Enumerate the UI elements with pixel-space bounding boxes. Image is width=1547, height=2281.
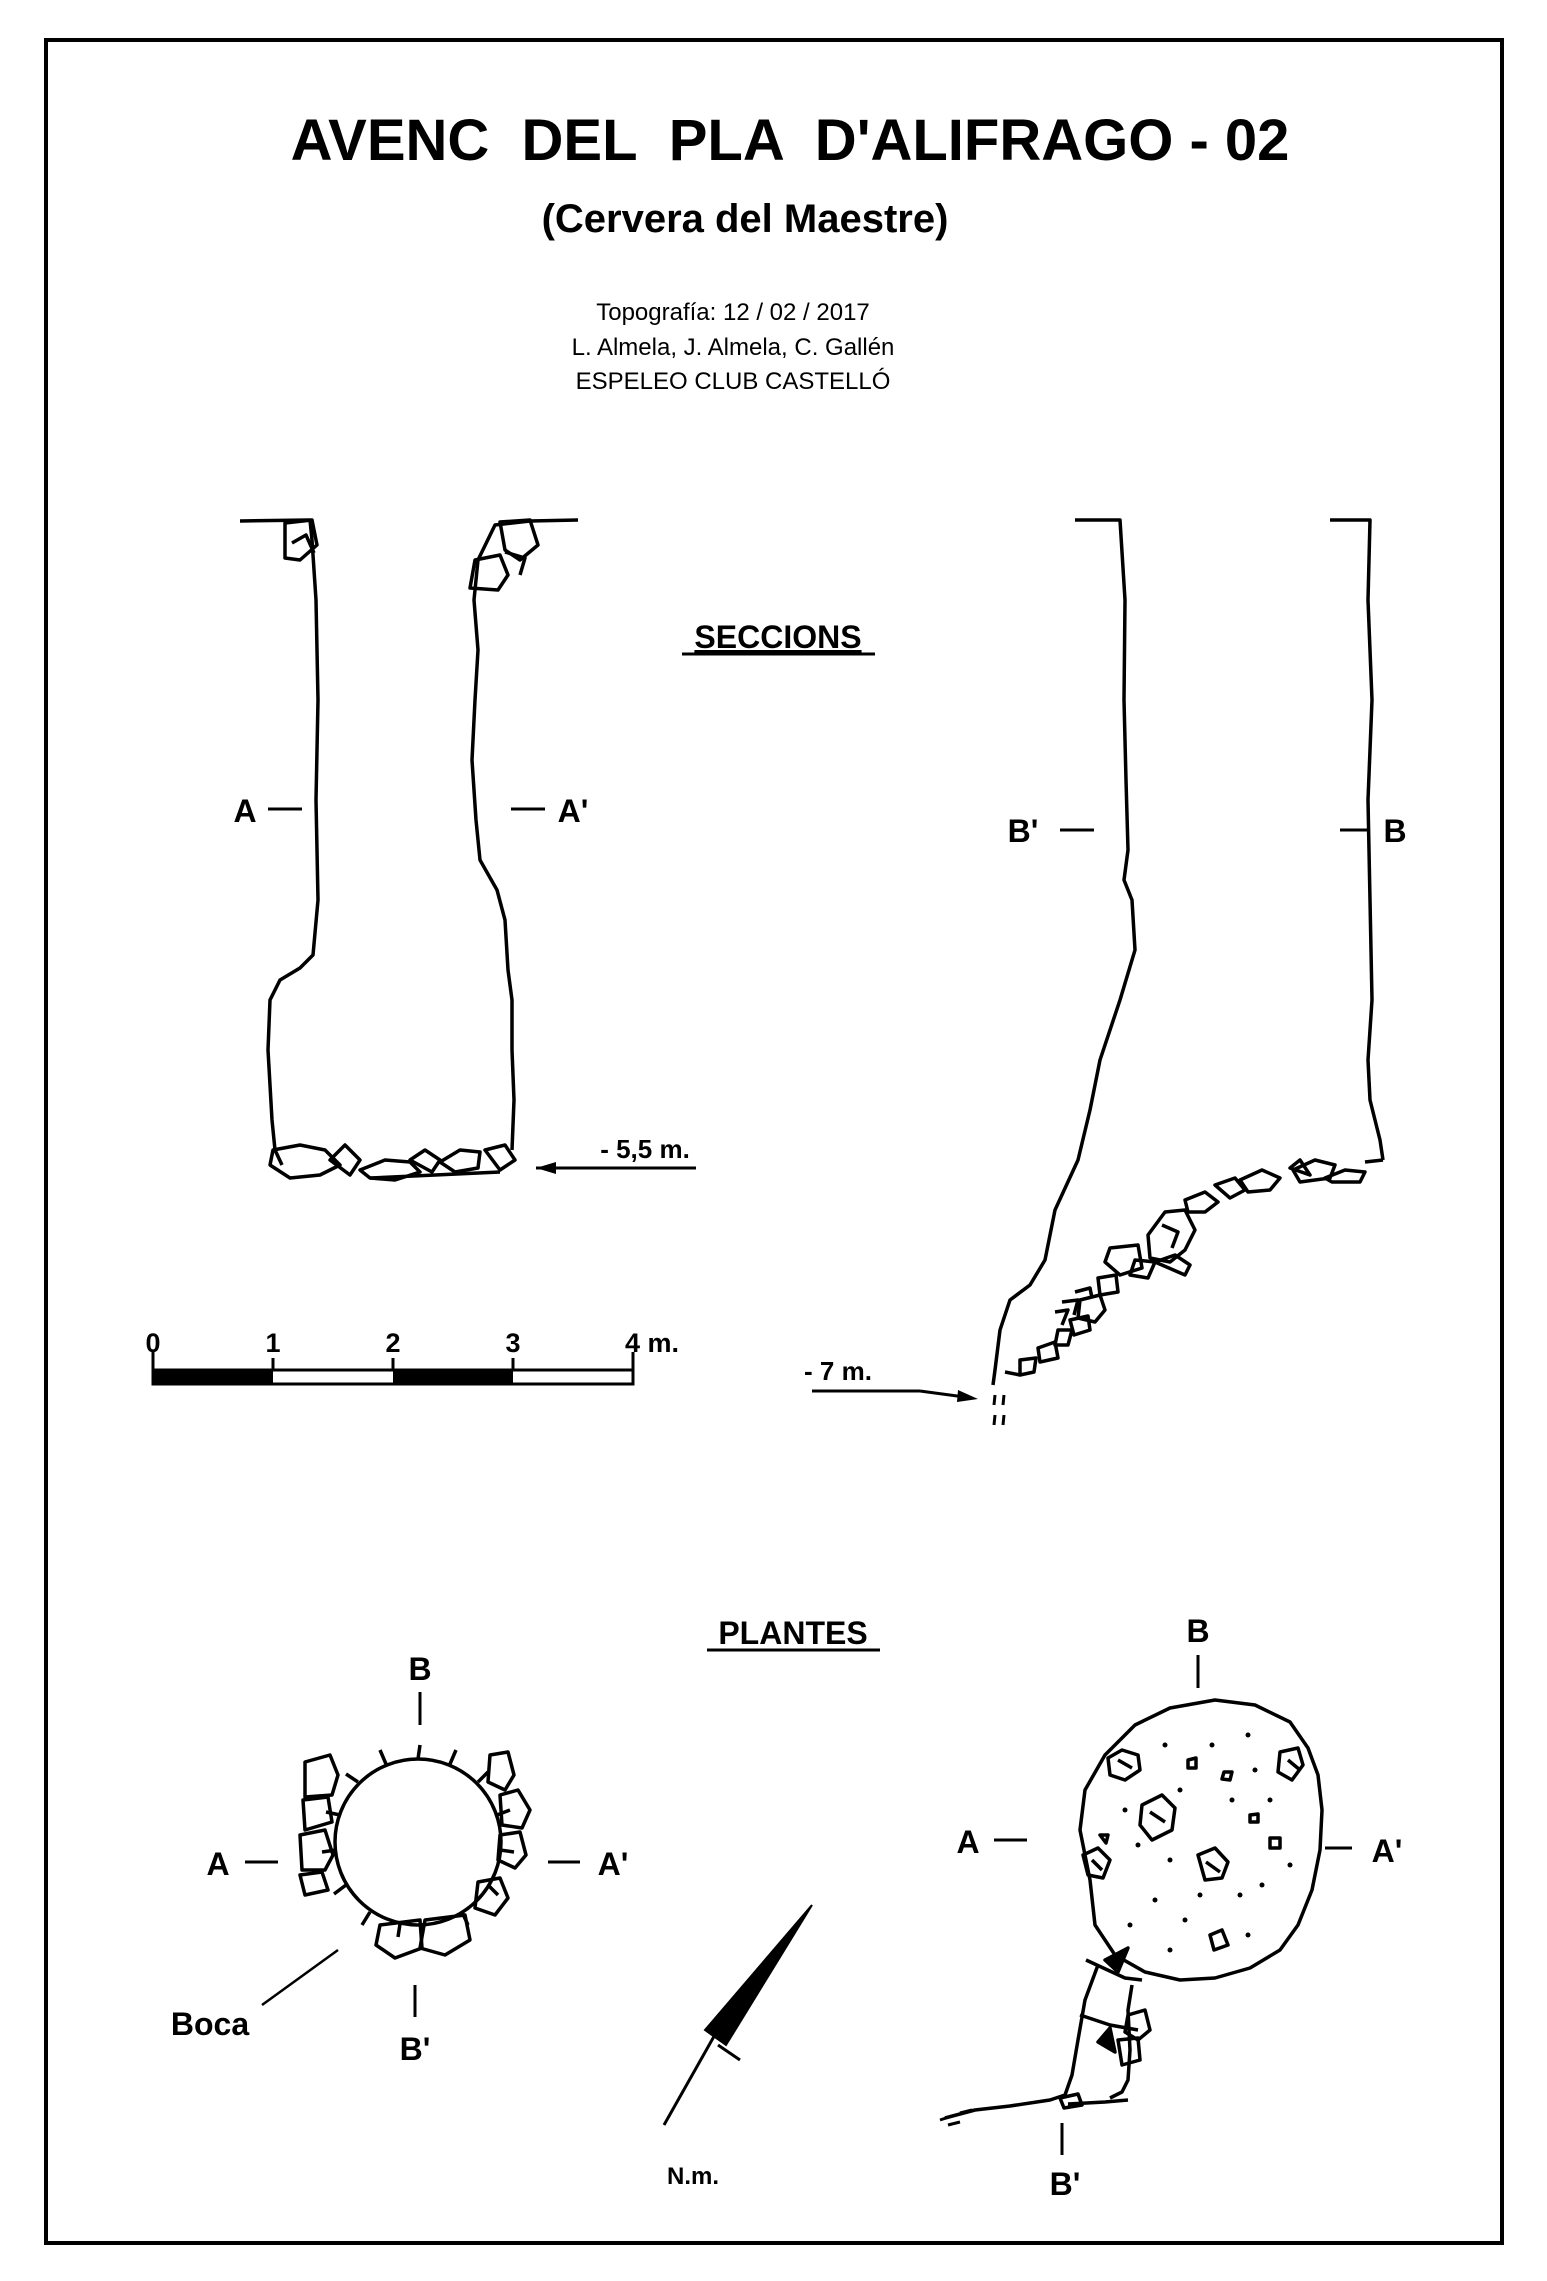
section-a-label-right: A' [558,793,589,829]
scale-tick-3: 3 [505,1328,520,1358]
survey-club: ESPELEO CLUB CASTELLÓ [576,368,891,395]
section-a-depth-arrow [536,1162,556,1174]
page-subtitle: (Cervera del Maestre) [542,197,949,241]
plan-1-label-bottom: B' [400,2031,431,2067]
section-a-profile [239,518,579,1182]
section-b-depth: - 7 m. [804,1356,872,1386]
section-a-depth: - 5,5 m. [600,1134,690,1164]
scale-tick-0: 0 [145,1328,160,1358]
section-a-label-left: A [233,793,256,829]
scale-tick-1: 1 [265,1328,280,1358]
plan-1-label-right: A' [598,1846,629,1882]
section-b-depth-arrow [957,1390,978,1402]
plan-1-label-left: A [206,1846,229,1882]
plan-2-debris [1122,1732,1293,1953]
plan-1-label-top: B [408,1651,431,1687]
sections-heading: SECCIONS [694,619,861,655]
section-b-continuation [992,1394,1006,1426]
plans-heading: PLANTES [718,1615,867,1651]
section-b-label-right: B [1383,813,1406,849]
plan-2-label-top: B [1186,1613,1209,1649]
survey-authors: L. Almela, J. Almela, C. Gallén [572,334,895,361]
page-title: AVENC DEL PLA D'ALIFRAGO - 02 [291,108,1290,173]
north-arrow-icon [662,1904,813,2126]
scale-tick-4: 4 m. [625,1328,679,1358]
entrance-label: Boca [171,2006,249,2042]
entrance-pointer [261,1948,339,2007]
scale-bar [151,1352,635,1386]
sheet-border [44,38,1504,2245]
section-b-profile [991,518,1385,1386]
plan-2-label-bottom: B' [1050,2166,1081,2202]
north-label: N.m. [667,2163,719,2190]
survey-date: Topografía: 12 / 02 / 2017 [596,299,870,326]
scale-segment-2-3 [393,1370,513,1384]
scale-tick-2: 2 [385,1328,400,1358]
scale-segment-0-1 [153,1370,273,1384]
plan-2-label-right: A' [1372,1833,1403,1869]
section-b-label-left: B' [1008,813,1039,849]
plan-2-outline [944,1698,1324,2120]
plan-1-outline [298,1744,532,1960]
plan-2-label-left: A [956,1824,979,1860]
plan-2-continuation [939,2108,973,2127]
